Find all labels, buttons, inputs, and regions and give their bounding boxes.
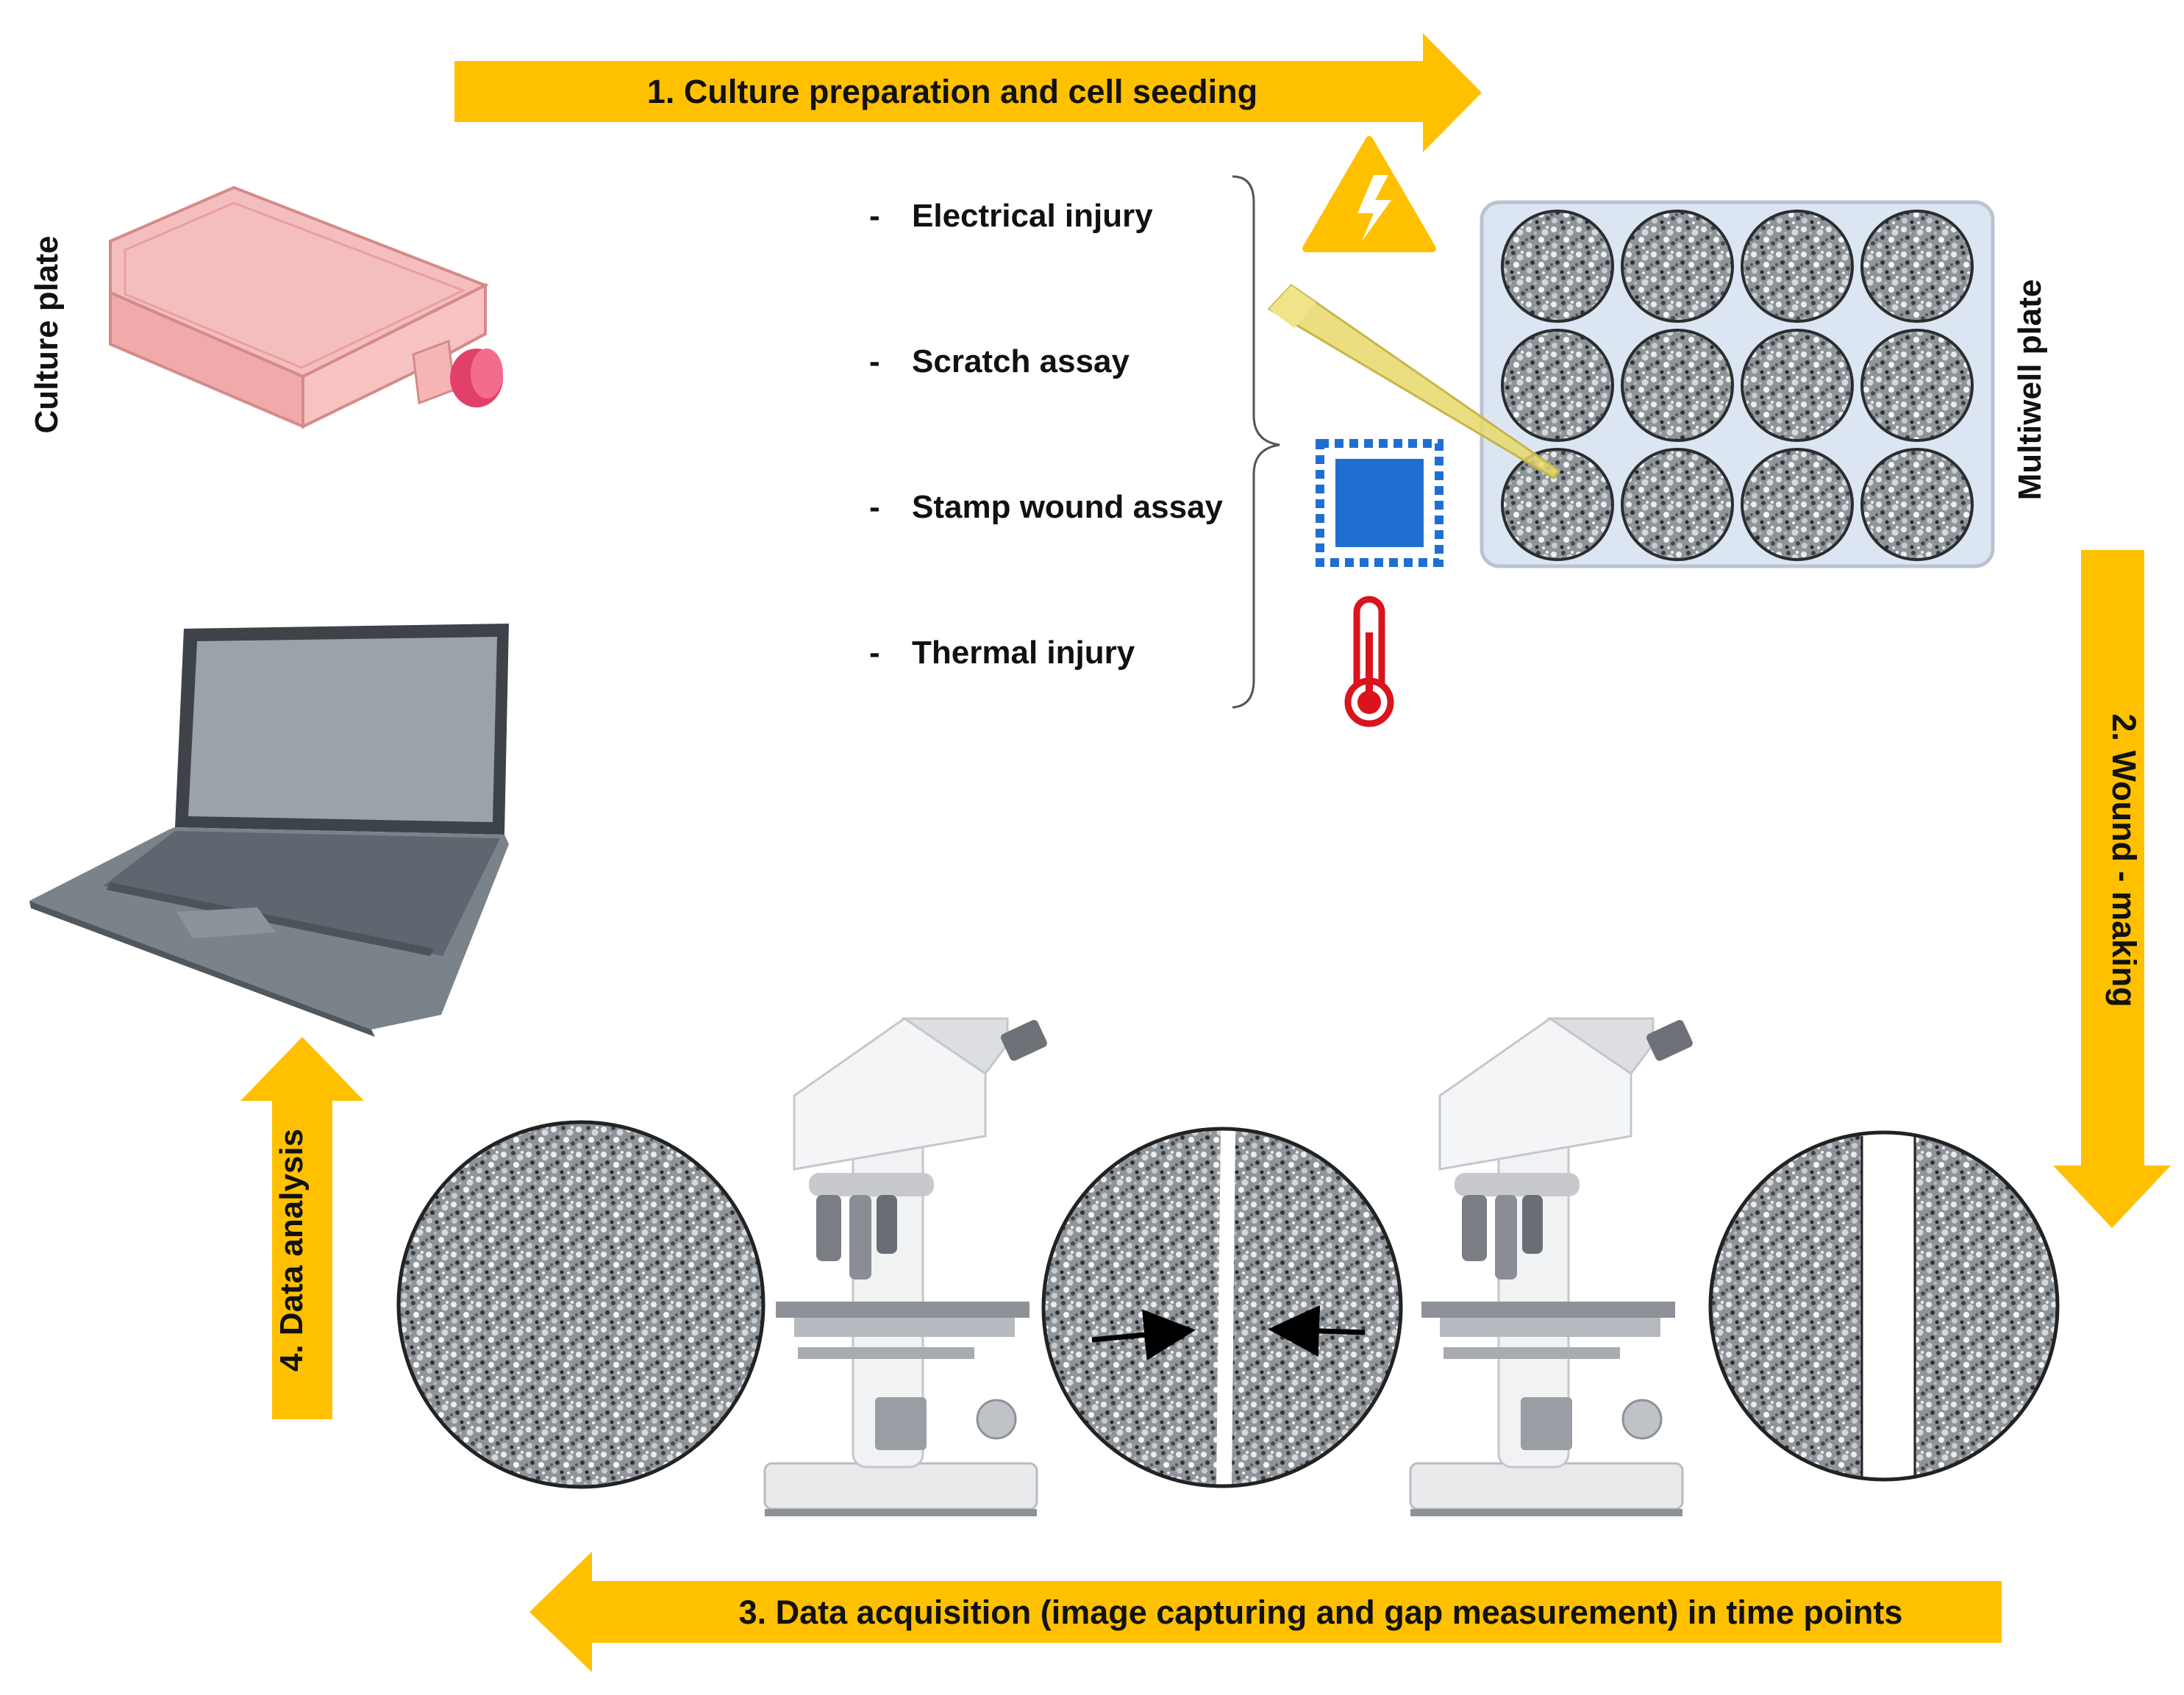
laptop-icon: [29, 624, 509, 1037]
step4-arrow: 4. Data analysis: [240, 1037, 364, 1419]
migration-arrow-right: [1268, 1305, 1366, 1357]
method-bullet: -: [869, 635, 880, 671]
closing-wound-monolayer: [1041, 1127, 1403, 1488]
method-bullet: -: [869, 489, 880, 525]
plate-well: [1741, 210, 1854, 323]
stamp-icon: [1316, 439, 1443, 567]
plate-well: [1860, 210, 1974, 323]
plate-well: [1501, 210, 1614, 323]
plate-wells: [1501, 210, 1974, 561]
high-voltage-warning-icon: [1302, 136, 1436, 252]
methods-brace: [1232, 175, 1280, 709]
multiwell-plate: [1480, 200, 1995, 568]
method-label: Thermal injury: [912, 635, 1135, 671]
plate-well: [1501, 329, 1614, 442]
method-label: Scratch assay: [912, 343, 1130, 379]
multiwell-plate-label: Multiwell plate: [2012, 279, 2048, 501]
plate-well: [1621, 210, 1734, 323]
plate-well: [1621, 448, 1734, 561]
plate-well: [1860, 448, 1974, 561]
method-label: Stamp wound assay: [912, 489, 1224, 525]
plate-well: [1741, 448, 1854, 561]
step2-label: 2. Wound - making: [2105, 713, 2143, 1007]
step2-arrow: 2. Wound - making: [2053, 550, 2171, 1228]
plate-well: [1621, 329, 1734, 442]
method-bullet: -: [869, 198, 880, 234]
wound-methods-list: -Electrical injury-Scratch assay-Stamp w…: [869, 198, 1224, 671]
thermometer-icon: [1344, 596, 1394, 727]
plate-well: [1501, 448, 1614, 561]
plate-well: [1741, 329, 1854, 442]
migration-arrow-left: [1091, 1309, 1196, 1361]
step4-label: 4. Data analysis: [274, 1129, 310, 1371]
pipette-tip-icon: [1267, 284, 1561, 480]
plate-well: [1860, 329, 1974, 442]
fresh-wound-monolayer: [1708, 1130, 2060, 1482]
step3-arrow: 3. Data acquisition (image capturing and…: [529, 1552, 2002, 1672]
microscope-icon: [763, 1017, 1047, 1516]
step1-arrow: 1. Culture preparation and cell seeding: [454, 33, 1482, 152]
microscope-icon: [1409, 1017, 1693, 1516]
culture-flask-icon: [109, 185, 503, 429]
step1-label: 1. Culture preparation and cell seeding: [647, 73, 1257, 110]
culture-plate-label: Culture plate: [29, 236, 65, 434]
method-bullet: -: [869, 343, 880, 379]
intact-monolayer: [396, 1120, 766, 1489]
step3-label: 3. Data acquisition (image capturing and…: [739, 1594, 1903, 1631]
method-label: Electrical injury: [912, 198, 1153, 234]
